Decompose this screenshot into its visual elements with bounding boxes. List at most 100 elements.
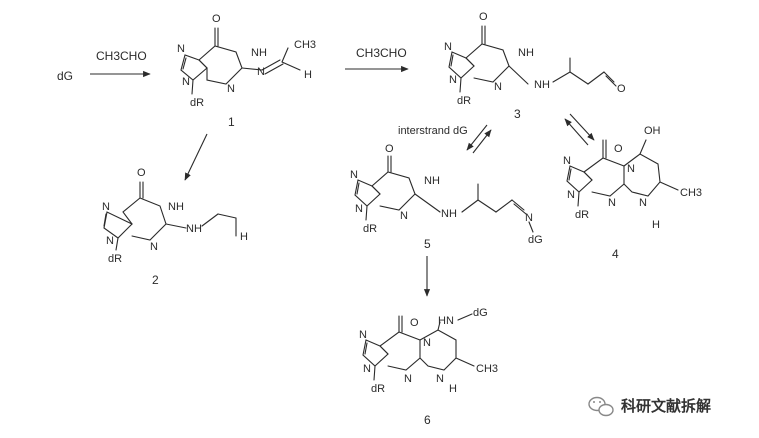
c5-O: O	[385, 143, 394, 155]
c5-exo-N	[414, 193, 441, 213]
c3-N7: N	[444, 41, 452, 53]
c5-dR-bond	[365, 205, 368, 221]
c5-N9: N	[355, 203, 363, 215]
c5-dR: dR	[363, 223, 377, 235]
c6-N3: N	[404, 373, 412, 385]
c5-NH-exo: NH	[441, 208, 457, 220]
compound-2-number: 2	[152, 273, 159, 287]
c1-CH3-bond	[281, 47, 289, 63]
reagent-1-text: CH3CHO	[96, 49, 147, 63]
c2-ethyl-1	[201, 213, 219, 227]
c3-exo-N	[508, 65, 529, 85]
c2-N3: N	[150, 241, 158, 253]
compound-5-structure	[354, 155, 534, 233]
c3-O: O	[479, 11, 488, 23]
c1-N-imine: N	[257, 66, 265, 78]
c1-dR: dR	[190, 97, 204, 109]
arrow-3-to-4	[569, 113, 595, 141]
c2-N7: N	[102, 201, 110, 213]
c6-N-H: N	[436, 373, 444, 385]
compound-5-number: 5	[424, 237, 431, 251]
c6-N-ring: N	[423, 337, 431, 349]
compound-3-structure	[448, 25, 617, 93]
compound-1-number: 1	[228, 115, 235, 129]
c1-exo-N	[241, 67, 263, 71]
c5-N-dG	[528, 221, 534, 233]
start-material-dG: dG	[57, 69, 73, 83]
c3-N9: N	[449, 74, 457, 86]
c4-N9: N	[567, 189, 575, 201]
c4-pyrimidine-ring	[583, 157, 625, 197]
c4-CH3: CH3	[680, 187, 702, 199]
c2-NH-exo: NH	[186, 223, 202, 235]
c6-methyl-bond	[455, 357, 475, 367]
c1-pyrimidine-ring	[198, 45, 243, 85]
c2-H: H	[240, 231, 248, 243]
compound-4-number: 4	[612, 247, 619, 261]
arrow-1-to-2	[184, 133, 208, 181]
watermark: 科研文献拆解	[588, 396, 711, 417]
arrow-3-to-5	[466, 124, 488, 151]
c2-ethyl-2	[217, 213, 237, 219]
c6-third-ring	[419, 329, 457, 371]
c1-CH	[281, 61, 301, 71]
c2-N9: N	[106, 235, 114, 247]
c3-imid-double	[450, 54, 454, 67]
c1-N3: N	[227, 83, 235, 95]
c2-O: O	[137, 167, 146, 179]
c1-imid-double	[182, 57, 187, 70]
c2-dR: dR	[108, 253, 122, 265]
c6-imid-double	[364, 342, 368, 355]
c3-aldehyde-2	[605, 75, 617, 87]
c4-methyl-bond	[659, 181, 679, 191]
c6-HN: HN	[438, 315, 454, 327]
c4-N3: N	[608, 197, 616, 209]
c3-dR: dR	[457, 95, 471, 107]
c6-CH3: CH3	[476, 363, 498, 375]
c3-O-aldehyde: O	[617, 83, 626, 95]
c1-CH3: CH3	[294, 39, 316, 51]
c4-OH-bond	[639, 139, 647, 155]
c5-dG: dG	[528, 234, 543, 246]
c3-dR-bond	[459, 77, 462, 93]
compound-3-number: 3	[514, 107, 521, 121]
c2-NH: NH	[168, 201, 184, 213]
c1-imine-1	[261, 59, 281, 71]
c4-H: H	[652, 219, 660, 231]
c1-dR-bond	[191, 79, 194, 95]
c3-N3: N	[494, 81, 502, 93]
c4-O: O	[614, 143, 623, 155]
c6-H: H	[449, 383, 457, 395]
c5-imine-2	[513, 203, 527, 215]
c2-exo-N	[165, 223, 187, 229]
c1-N9: N	[182, 76, 190, 88]
c5-NH: NH	[424, 175, 440, 187]
c5-imine-1	[511, 199, 525, 211]
compound-6-structure	[362, 313, 475, 381]
c3-chain-2	[569, 71, 589, 85]
c4-imid-double	[568, 168, 572, 181]
c6-dR: dR	[371, 383, 385, 395]
compound-2-structure	[103, 181, 237, 251]
c5-N3: N	[400, 210, 408, 222]
c3-pyrimidine-ring	[465, 43, 510, 83]
reagent-label-1: CH3CHO	[96, 49, 147, 63]
c1-imine-2	[264, 63, 284, 75]
c1-O: O	[212, 13, 221, 25]
c4-N7: N	[563, 155, 571, 167]
arrow-5-to-3	[472, 129, 492, 154]
c3-NH: NH	[518, 47, 534, 59]
watermark-text: 科研文献拆解	[621, 397, 711, 415]
reagent-2-text: CH3CHO	[356, 46, 407, 60]
c6-dR-bond	[373, 365, 376, 381]
c5-chain-2	[477, 199, 497, 213]
compound-6-number: 6	[424, 413, 431, 427]
c5-pyrimidine-ring	[371, 171, 416, 211]
c6-dG: dG	[473, 307, 488, 319]
arrow-4-to-3	[564, 118, 589, 146]
c6-O: O	[410, 317, 419, 329]
c4-third-ring	[623, 153, 661, 197]
c6-pyrimidine-ring	[379, 331, 421, 371]
